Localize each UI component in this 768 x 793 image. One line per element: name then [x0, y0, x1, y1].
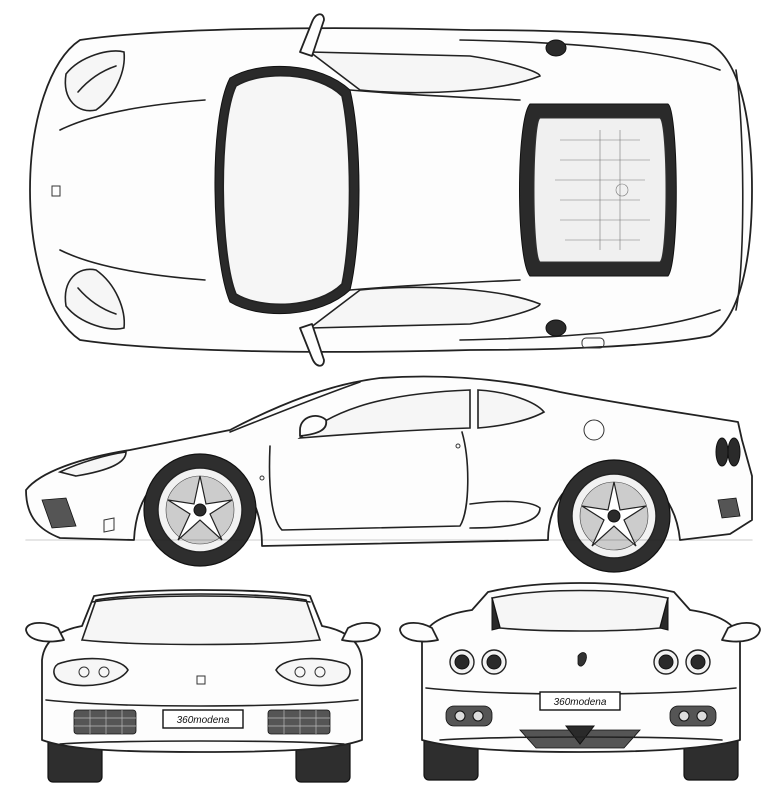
top-view-headlight-left	[64, 50, 126, 112]
side-view-rear-quarter-window	[477, 389, 546, 429]
rear-view-engine-window	[491, 589, 669, 632]
front-view-plate-text: 360modena	[177, 715, 230, 726]
front-view-grille-right	[267, 709, 331, 735]
front-view-mirror-left	[25, 622, 65, 643]
top-view-windshield	[222, 74, 351, 306]
rear-view-plate-text: 360modena	[554, 697, 607, 708]
side-view-fuel-flap	[583, 419, 605, 441]
front-view-headlight-right	[275, 657, 351, 687]
front-view-headlight-left	[53, 657, 129, 687]
side-view-headlight	[57, 451, 127, 477]
top-view	[29, 13, 753, 367]
rear-view-tail-lights-right	[653, 649, 711, 675]
side-view-window	[297, 389, 471, 440]
side-view-tail-light	[715, 437, 729, 467]
rear-view-mirror-right	[721, 622, 761, 643]
top-view-mirror-right	[299, 323, 325, 367]
top-view-hood-line-lower	[59, 249, 206, 281]
front-view: 360modena	[25, 589, 381, 783]
rear-view-license-plate	[539, 691, 621, 711]
side-view-front-grille	[41, 497, 77, 529]
top-view-hood-line	[59, 99, 206, 131]
side-view-mirror	[299, 415, 328, 437]
top-view-headlight-right	[64, 268, 126, 330]
front-view-windshield	[80, 593, 322, 646]
front-view-badge	[196, 675, 206, 685]
side-view-side-intake	[469, 500, 541, 529]
top-view-side-window-left	[307, 51, 541, 94]
top-view-badge	[51, 185, 61, 197]
front-view-mirror-right	[341, 622, 381, 643]
top-view-engine-detail	[555, 130, 650, 250]
top-view-rear-edge	[735, 69, 744, 311]
top-view-mirror-left	[299, 13, 325, 57]
side-view-windshield-line	[229, 381, 361, 433]
rear-view-exhaust-left	[445, 705, 493, 727]
top-view-side-window-right	[307, 286, 541, 329]
side-view-rear-wheel	[557, 459, 671, 573]
front-view-grille-left	[73, 709, 137, 735]
side-view	[25, 375, 753, 573]
front-view-license-plate	[162, 709, 244, 729]
side-view-door	[268, 431, 469, 531]
rear-view-tail-lights-left	[449, 649, 507, 675]
rear-view-exhaust-right	[669, 705, 717, 727]
top-view-fuel-cap	[545, 39, 567, 57]
rear-view-mirror-left	[399, 622, 439, 643]
top-view-intake	[545, 319, 567, 337]
rear-view: 360modena	[399, 582, 761, 781]
side-view-rear-vent	[717, 497, 741, 519]
rear-view-horse-badge	[577, 652, 587, 667]
side-view-front-wheel	[143, 453, 257, 567]
